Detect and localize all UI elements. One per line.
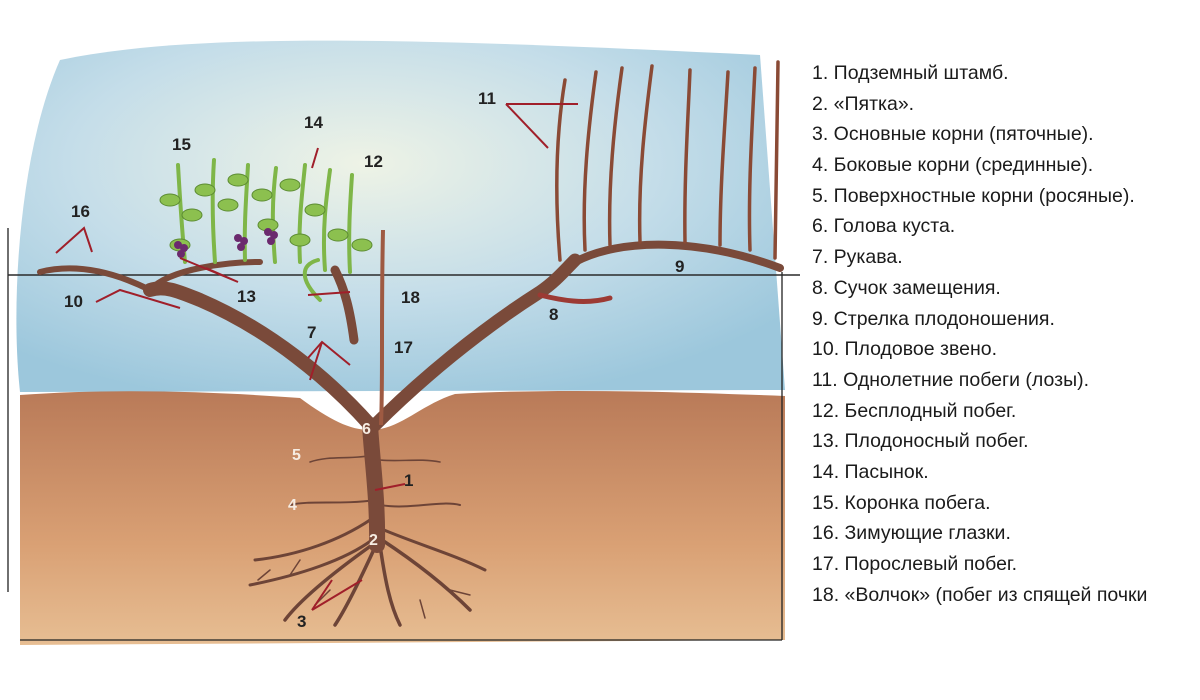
legend-item-6: 6. Голова куста.: [812, 215, 956, 238]
legend-item-15: 15. Коронка побега.: [812, 491, 991, 514]
legend-item-17: 17. Порослевый побег.: [812, 553, 1018, 575]
sucker-shoot: [379, 229, 385, 426]
vine-wood: [37, 240, 784, 553]
one-year-canes: [554, 60, 780, 262]
legend-item-12: 12. Бесплодный побег.: [812, 399, 1017, 422]
callout-5: 5: [292, 447, 301, 464]
callout-11: 11: [478, 89, 496, 108]
callout-17: 17: [394, 338, 413, 357]
legend-item-2: 2. «Пятка».: [812, 92, 915, 115]
legend-item-7: 7. Рукава.: [812, 246, 903, 269]
callout-13: 13: [237, 287, 256, 306]
callout-14: 14: [304, 113, 323, 132]
callout-1: 1: [404, 471, 413, 490]
callout-4: 4: [288, 497, 297, 514]
legend-item-14: 14. Пасынок.: [812, 460, 929, 483]
callout-12: 12: [364, 152, 383, 171]
callout-18: 18: [401, 288, 420, 307]
legend-item-11: 11. Однолетние побеги (лозы).: [812, 368, 1090, 391]
legend-item-1: 1. Подземный штамб.: [812, 62, 1009, 84]
green-shoots: [176, 158, 354, 302]
pointer-lines: [55, 103, 578, 611]
root-system: [248, 454, 487, 627]
legend-item-5: 5. Поверхностные корни (росяные).: [812, 184, 1135, 207]
legend-item-3: 3. Основные корни (пяточные).: [812, 123, 1094, 146]
legend-item-10: 10. Плодовое звено.: [812, 338, 997, 361]
legend-item-18: 18. «Волчок» (побег из спящей почки: [812, 583, 1148, 606]
grapevine-diagram: 1 2 3 4 5 6 7 8 9 10 11 12 13 14 15 16 1…: [7, 40, 800, 645]
legend-item-4: 4. Боковые корни (срединные).: [812, 154, 1094, 177]
legend-item-8: 8. Сучок замещения.: [812, 276, 1001, 299]
legend-item-16: 16. Зимующие глазки.: [812, 522, 1011, 545]
legend-item-9: 9. Стрелка плодоношения.: [812, 307, 1055, 330]
soil-background: [20, 390, 785, 645]
callout-10: 10: [64, 292, 83, 311]
legend-list: 1. Подземный штамб. 2. «Пятка». 3. Основ…: [812, 58, 1200, 610]
callout-16: 16: [71, 202, 90, 221]
callout-15: 15: [172, 135, 191, 154]
callout-9: 9: [675, 257, 684, 276]
leaves: [159, 173, 373, 252]
callout-2: 2: [369, 532, 378, 549]
callout-8: 8: [549, 305, 558, 324]
callout-7: 7: [307, 323, 316, 342]
legend-item-13: 13. Плодоносный побег.: [812, 430, 1029, 453]
callout-6: 6: [362, 421, 371, 438]
grape-clusters: [174, 228, 278, 258]
callout-3: 3: [297, 612, 306, 631]
